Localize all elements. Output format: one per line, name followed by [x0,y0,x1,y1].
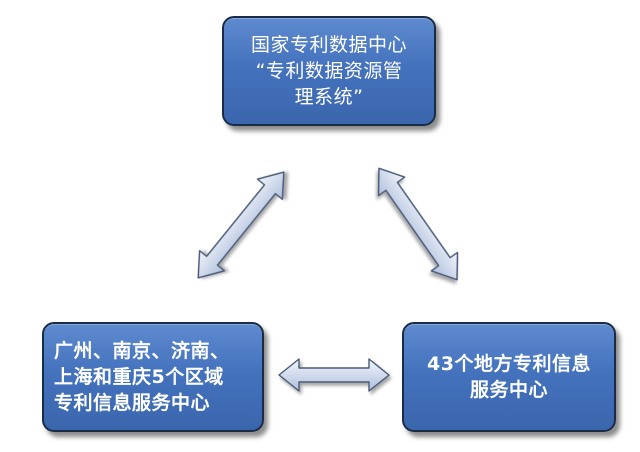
node-left-line-3: 专利信息服务中心 [54,392,211,414]
node-top-line-2: “专利数据资源管 [255,60,403,82]
arrow-top-left-bidirectional [197,171,285,279]
node-left-line-2: 上海和重庆5个区域 [54,366,224,388]
node-left-line-1: 广州、南京、济南、 [54,340,230,362]
node-top-line-1: 国家专利数据中心 [250,34,407,56]
node-local-service-centers: 43个地方专利信息 服务中心 [402,322,616,432]
arrow-left-right-bidirectional [278,358,390,392]
node-right-line-2: 服务中心 [469,379,548,401]
arrow-top-right-bidirectional [377,167,459,281]
node-top-line-3: 理系统” [294,86,364,108]
node-national-patent-data-center: 国家专利数据中心 “专利数据资源管 理系统” [222,16,436,126]
node-regional-service-centers: 广州、南京、济南、 上海和重庆5个区域 专利信息服务中心 [42,322,264,432]
node-right-line-1: 43个地方专利信息 [427,353,591,375]
